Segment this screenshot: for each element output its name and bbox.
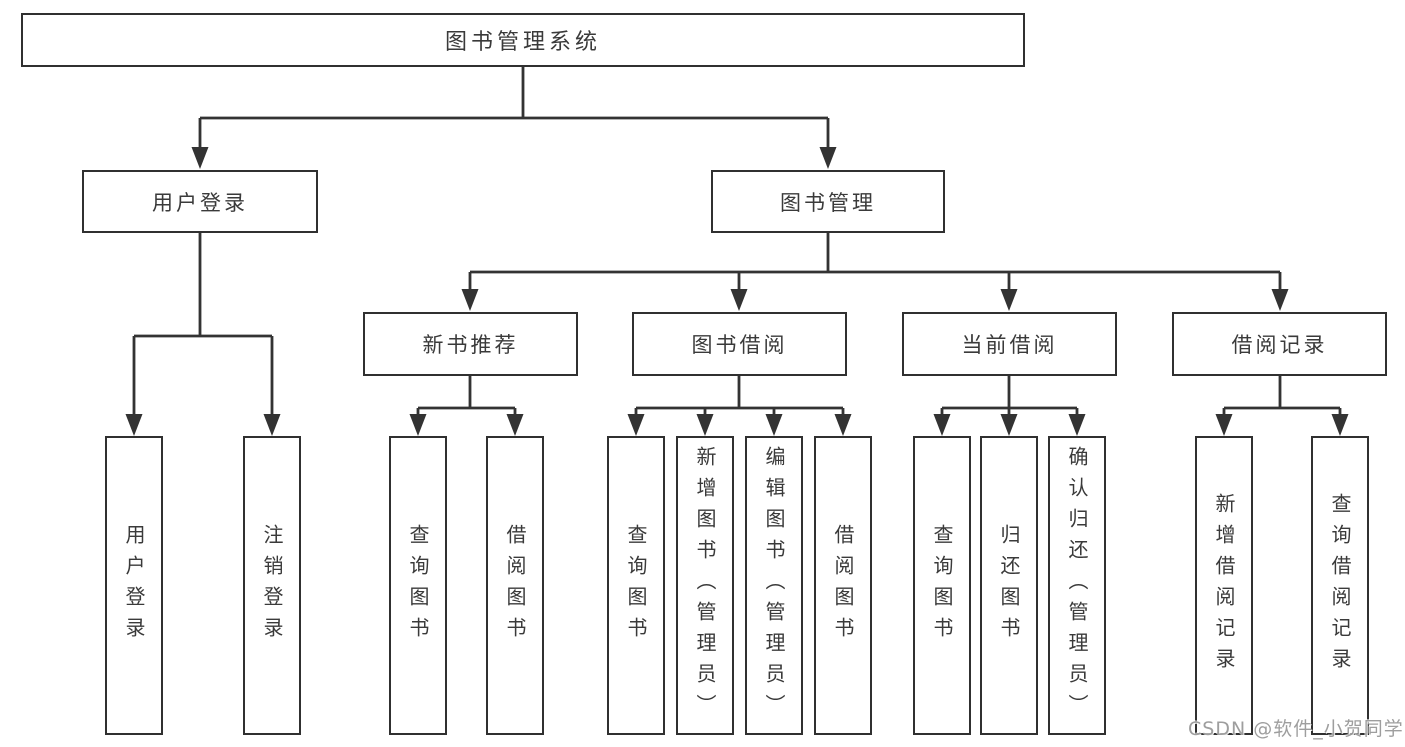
- node-book-borrowing: 图书借阅: [632, 312, 847, 376]
- csdn-watermark: CSDN @软件_小贺同学: [1188, 718, 1404, 740]
- leaf-query-borrow-record-label: 查询借阅记录: [1328, 492, 1352, 679]
- leaf-query-books-recommend-label: 查询图书: [406, 523, 430, 648]
- leaf-borrow-books-recommend-label: 借阅图书: [503, 523, 527, 648]
- leaf-add-book-admin-label: 新增图书（管理员）: [693, 446, 717, 725]
- node-book-management-label: 图书管理: [780, 190, 876, 215]
- node-user-login: 用户登录: [82, 170, 318, 233]
- arrowhead-icons: [125, 147, 1349, 436]
- leaf-add-borrow-record: 新增借阅记录: [1195, 436, 1253, 735]
- node-new-book-recommend-label: 新书推荐: [422, 333, 519, 357]
- node-current-borrowing-label: 当前借阅: [961, 333, 1058, 357]
- leaf-user-login: 用户登录: [105, 436, 163, 735]
- leaf-query-books-current-label: 查询图书: [930, 523, 954, 648]
- leaf-query-borrow-record: 查询借阅记录: [1311, 436, 1369, 735]
- leaf-add-borrow-record-label: 新增借阅记录: [1212, 492, 1236, 679]
- node-book-borrowing-label: 图书借阅: [691, 333, 788, 357]
- node-root: 图书管理系统: [21, 13, 1025, 67]
- connector-path: [132, 67, 1342, 419]
- node-current-borrowing: 当前借阅: [902, 312, 1117, 376]
- leaf-user-login-label: 用户登录: [122, 523, 146, 648]
- leaf-query-books-borrowing-label: 查询图书: [624, 523, 648, 648]
- leaf-confirm-return-admin: 确认归还（管理员）: [1048, 436, 1106, 735]
- leaf-borrow-books-borrowing: 借阅图书: [814, 436, 872, 735]
- node-borrowing-records-label: 借阅记录: [1231, 333, 1328, 357]
- leaf-borrow-books-borrowing-label: 借阅图书: [831, 523, 855, 648]
- leaf-return-books-label: 归还图书: [997, 523, 1021, 648]
- leaf-borrow-books-recommend: 借阅图书: [486, 436, 544, 735]
- node-book-management: 图书管理: [711, 170, 945, 233]
- leaf-confirm-return-admin-label: 确认归还（管理员）: [1065, 446, 1089, 725]
- leaf-logout: 注销登录: [243, 436, 301, 735]
- leaf-query-books-current: 查询图书: [913, 436, 971, 735]
- node-new-book-recommend: 新书推荐: [363, 312, 578, 376]
- leaf-edit-book-admin: 编辑图书（管理员）: [745, 436, 803, 735]
- leaf-add-book-admin: 新增图书（管理员）: [676, 436, 734, 735]
- leaf-logout-label: 注销登录: [260, 523, 284, 648]
- leaf-return-books: 归还图书: [980, 436, 1038, 735]
- leaf-query-books-borrowing: 查询图书: [607, 436, 665, 735]
- node-root-label: 图书管理系统: [444, 30, 601, 55]
- leaf-query-books-recommend: 查询图书: [389, 436, 447, 735]
- node-borrowing-records: 借阅记录: [1172, 312, 1387, 376]
- node-user-login-label: 用户登录: [152, 190, 248, 215]
- leaf-edit-book-admin-label: 编辑图书（管理员）: [762, 446, 786, 725]
